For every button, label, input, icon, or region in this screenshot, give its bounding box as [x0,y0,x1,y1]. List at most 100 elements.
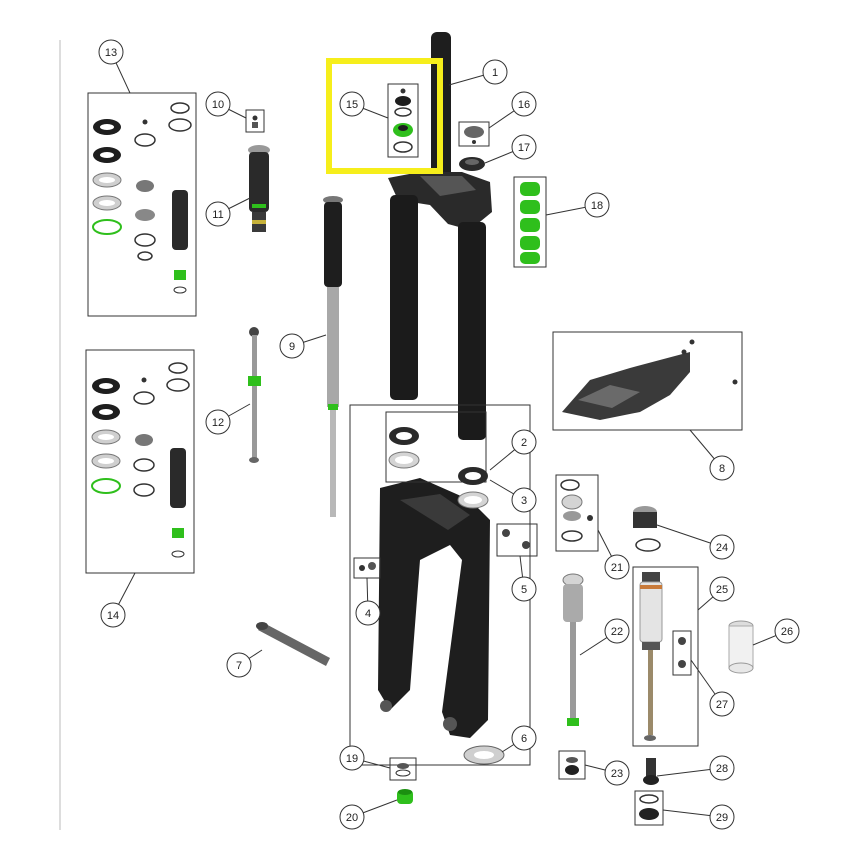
callout-14: 14 [100,572,136,628]
callout-label-26: 26 [781,626,793,638]
damper-cartridge-part-9 [323,196,343,517]
callout-label-25: 25 [716,584,728,596]
callout-9: 9 [279,333,327,359]
callout-circle-28 [709,755,735,781]
clip-kit-part-27 [672,630,692,676]
callout-circle-27 [709,691,735,717]
callout-circle-13 [98,39,124,65]
callout-circle-6 [511,725,537,751]
callout-circle-5 [511,576,537,602]
callout-6: 6 [501,725,537,753]
callout-17: 17 [484,134,537,164]
callout-label-6: 6 [521,733,527,745]
callout-circle-12 [205,409,231,435]
callout-24: 24 [656,524,735,560]
bolt-kit-part-5 [496,523,538,557]
callout-label-10: 10 [212,99,224,111]
callout-label-19: 19 [346,753,358,765]
callout-circle-20 [339,804,365,830]
callout-8: 8 [689,429,735,481]
service-kit-part-14 [85,349,195,574]
callout-label-8: 8 [719,463,725,475]
callout-21: 21 [597,529,630,580]
callout-label-14: 14 [107,610,119,622]
air-cartridge-part-11 [248,145,270,232]
callout-label-5: 5 [521,584,527,596]
callout-18: 18 [545,192,610,218]
valve-part-23 [558,750,586,780]
callout-label-1: 1 [492,67,498,79]
callout-circle-9 [279,333,305,359]
callout-label-17: 17 [518,142,530,154]
callout-label-9: 9 [289,341,295,353]
bumper-set-part-18 [513,176,547,268]
cap-part-17 [459,157,485,171]
callout-circle-19 [339,745,365,771]
callout-1: 1 [448,59,508,86]
callout-circle-3 [511,487,537,513]
callout-label-28: 28 [716,763,728,775]
callout-circle-24 [709,534,735,560]
sleeve-part-26 [728,620,754,674]
callout-circle-4 [355,600,381,626]
green-cap-part-20 [397,789,413,804]
piston-kit-part-21 [555,474,599,552]
knob-part-16 [458,121,490,147]
washer-hole [474,751,494,759]
callout-label-12: 12 [212,417,224,429]
callout-circle-1 [482,59,508,85]
callout-label-16: 16 [518,99,530,111]
callout-label-3: 3 [521,495,527,507]
callout-label-2: 2 [521,437,527,449]
callout-25: 25 [697,576,735,611]
callout-27: 27 [690,659,735,717]
callout-16: 16 [488,91,537,129]
callout-circle-8 [709,455,735,481]
callout-10: 10 [205,91,247,119]
top-cap-kit-part-15 [326,58,443,174]
callout-label-18: 18 [591,200,603,212]
fender-part-8 [552,331,743,431]
shaft-part-22 [562,573,584,726]
callout-label-21: 21 [611,562,623,574]
callout-12: 12 [205,403,251,435]
callout-label-13: 13 [105,47,117,59]
callout-circle-17 [511,134,537,160]
callout-label-23: 23 [611,768,623,780]
callout-7: 7 [226,649,263,678]
callout-circle-26 [774,618,800,644]
callout-label-15: 15 [346,99,358,111]
callout-29: 29 [662,804,735,830]
callout-label-20: 20 [346,812,358,824]
callout-label-7: 7 [236,660,242,672]
callout-label-22: 22 [611,626,623,638]
callout-circle-18 [584,192,610,218]
callout-circle-22 [604,618,630,644]
cap-part-29 [634,790,664,826]
callout-11: 11 [205,197,251,227]
callout-circle-7 [226,652,252,678]
callout-20: 20 [339,799,398,830]
callout-circle-16 [511,91,537,117]
valve-part-10 [245,109,265,133]
callout-13: 13 [98,39,131,94]
damper-part-25 [632,566,699,747]
callout-circle-29 [709,804,735,830]
service-kit-part-13 [87,92,197,317]
callout-circle-2 [511,429,537,455]
callout-label-4: 4 [365,608,371,620]
callout-28: 28 [656,755,735,781]
callout-circle-15 [339,91,365,117]
cap-part-24 [633,506,661,552]
callout-5: 5 [511,555,537,602]
callout-2: 2 [489,429,537,471]
callout-circle-14 [100,602,126,628]
callout-circle-23 [604,760,630,786]
bolt-kit-part-4 [353,557,381,579]
seal-kit-part-3 [385,411,489,509]
callout-label-27: 27 [716,699,728,711]
callout-23: 23 [584,760,630,786]
callout-circle-21 [604,554,630,580]
callout-3: 3 [489,479,537,513]
